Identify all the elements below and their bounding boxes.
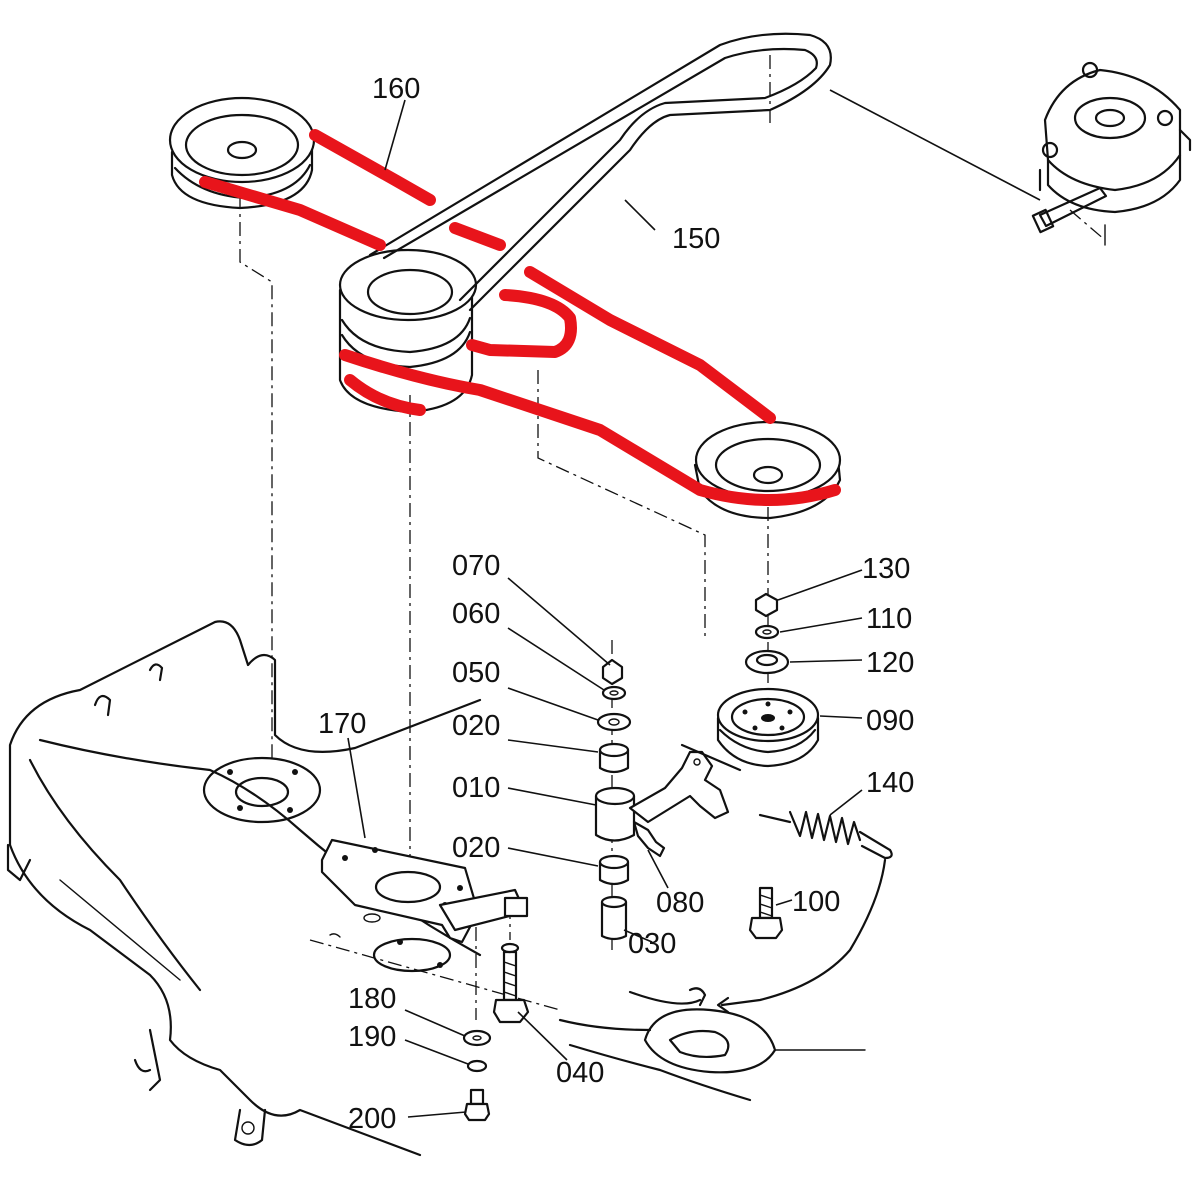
label-110: 110 <box>866 603 912 635</box>
label-070: 070 <box>452 550 500 582</box>
label-190: 190 <box>348 1021 396 1053</box>
left-spindle-pulley <box>168 96 316 210</box>
idler-arm-assembly <box>492 658 742 1024</box>
assembly-center-lines <box>239 55 771 1020</box>
label-130: 130 <box>862 553 910 585</box>
label-140: 140 <box>866 767 914 799</box>
label-090: 090 <box>866 705 914 737</box>
idler-bracket-plate <box>320 838 529 944</box>
label-180: 180 <box>348 983 396 1015</box>
label-200: 200 <box>348 1103 396 1135</box>
label-120: 120 <box>866 647 914 679</box>
label-150: 150 <box>672 223 720 255</box>
label-020-lower: 020 <box>452 832 500 864</box>
label-160: 160 <box>372 73 420 105</box>
label-060: 060 <box>452 598 500 630</box>
part-number-labels: 160 150 170 070 060 050 020 010 020 030 … <box>318 73 914 1135</box>
electric-pto-clutch <box>1031 61 1192 246</box>
label-010: 010 <box>452 772 500 804</box>
label-030: 030 <box>628 928 676 960</box>
idler-pulley-stack <box>716 592 820 768</box>
label-080: 080 <box>656 887 704 919</box>
label-020-upper: 020 <box>452 710 500 742</box>
callout-leaders <box>347 99 863 1118</box>
mower-deck-housing <box>6 620 866 1157</box>
upper-drive-belt <box>368 32 1041 312</box>
center-double-pulley <box>338 248 478 414</box>
bracket-hardware <box>462 1029 492 1122</box>
label-100: 100 <box>792 886 840 918</box>
highlighted-deck-belt <box>199 129 841 506</box>
label-170: 170 <box>318 708 366 740</box>
label-040: 040 <box>556 1057 604 1089</box>
tension-spring <box>716 810 893 1014</box>
bolt-100 <box>748 886 784 940</box>
label-050: 050 <box>452 657 500 689</box>
